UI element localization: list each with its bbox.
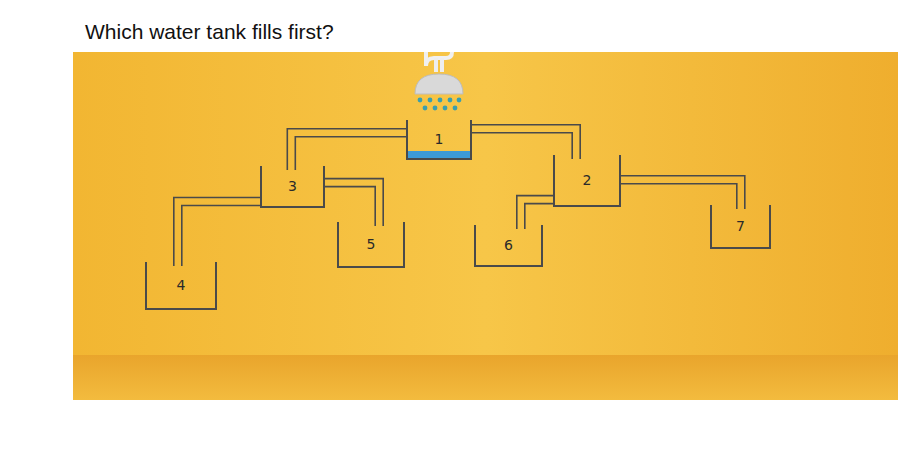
water-tank: 7 bbox=[710, 205, 771, 249]
pipe-wall bbox=[517, 196, 553, 229]
tank-number: 2 bbox=[583, 173, 592, 187]
shower-head bbox=[415, 74, 463, 94]
pipe-wall bbox=[325, 179, 383, 226]
pipe-wall bbox=[621, 184, 737, 209]
tank-number: 4 bbox=[177, 278, 186, 292]
pipe-wall bbox=[287, 129, 406, 170]
title: Which water tank fills first? bbox=[85, 20, 334, 44]
pipe-wall bbox=[325, 187, 375, 226]
tank-number: 3 bbox=[288, 179, 297, 193]
pipe-wall bbox=[525, 204, 553, 229]
water-level bbox=[407, 151, 471, 159]
yellow-floor bbox=[73, 355, 898, 400]
pipe-wall bbox=[182, 206, 260, 267]
tank-number: 5 bbox=[367, 237, 376, 251]
pipe bbox=[325, 179, 383, 226]
water-drops bbox=[418, 98, 462, 111]
pipe-wall bbox=[472, 125, 580, 159]
water-tank: 6 bbox=[474, 225, 543, 267]
tank-number: 7 bbox=[736, 219, 745, 233]
tank-number: 6 bbox=[504, 238, 513, 252]
pipe bbox=[287, 129, 406, 170]
faucet-neck bbox=[436, 58, 442, 72]
water-tank: 2 bbox=[553, 155, 621, 207]
tank-number: 1 bbox=[435, 132, 444, 146]
water-tank: 4 bbox=[145, 262, 217, 310]
water-tank: 3 bbox=[260, 166, 325, 208]
yellow-wall bbox=[73, 52, 898, 400]
pipe bbox=[517, 196, 553, 229]
water-tank: 1 bbox=[406, 120, 472, 160]
pipe bbox=[472, 125, 580, 159]
faucet-pipe bbox=[426, 52, 452, 66]
pipe-wall bbox=[472, 133, 572, 159]
pipe-wall bbox=[174, 198, 260, 267]
water-tank: 5 bbox=[337, 222, 405, 268]
pipe bbox=[174, 198, 260, 267]
